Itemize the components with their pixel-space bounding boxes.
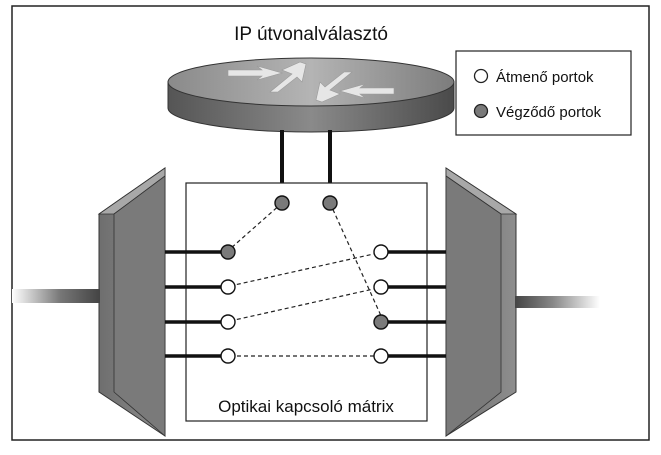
legend-terminating-label: Végződő portok bbox=[496, 104, 602, 121]
input-fiber bbox=[12, 289, 100, 303]
left-port-transit bbox=[220, 348, 236, 364]
left-port-transit bbox=[220, 314, 236, 330]
right-port-lines bbox=[386, 250, 446, 358]
left-demux-panel bbox=[97, 167, 166, 437]
router-port-2 bbox=[322, 195, 338, 211]
left-port-transit bbox=[220, 279, 236, 295]
matrix-label: Optikai kapcsoló mátrix bbox=[218, 397, 394, 416]
router-port-1 bbox=[274, 195, 290, 211]
left-port-lines bbox=[165, 250, 222, 358]
router-label: IP útvonalválasztó bbox=[234, 24, 388, 45]
right-port-transit bbox=[373, 244, 389, 260]
switch-matrix-box bbox=[185, 182, 428, 422]
left-port-terminating bbox=[220, 244, 236, 260]
cross-connections bbox=[229, 202, 383, 357]
legend-transit-label: Átmenő portok bbox=[496, 69, 594, 86]
outer-frame bbox=[11, 5, 650, 441]
legend-transit-marker bbox=[473, 68, 489, 84]
legend-terminating-marker bbox=[473, 103, 489, 119]
right-mux-panel bbox=[445, 167, 518, 437]
legend: Átmenő portok Végződő portok bbox=[455, 50, 632, 136]
right-port-transit bbox=[373, 279, 389, 295]
right-port-terminating bbox=[373, 314, 389, 330]
router-arrows-icon bbox=[227, 61, 395, 103]
output-fiber bbox=[515, 296, 600, 308]
router-icon bbox=[167, 57, 455, 133]
right-port-transit bbox=[373, 348, 389, 364]
